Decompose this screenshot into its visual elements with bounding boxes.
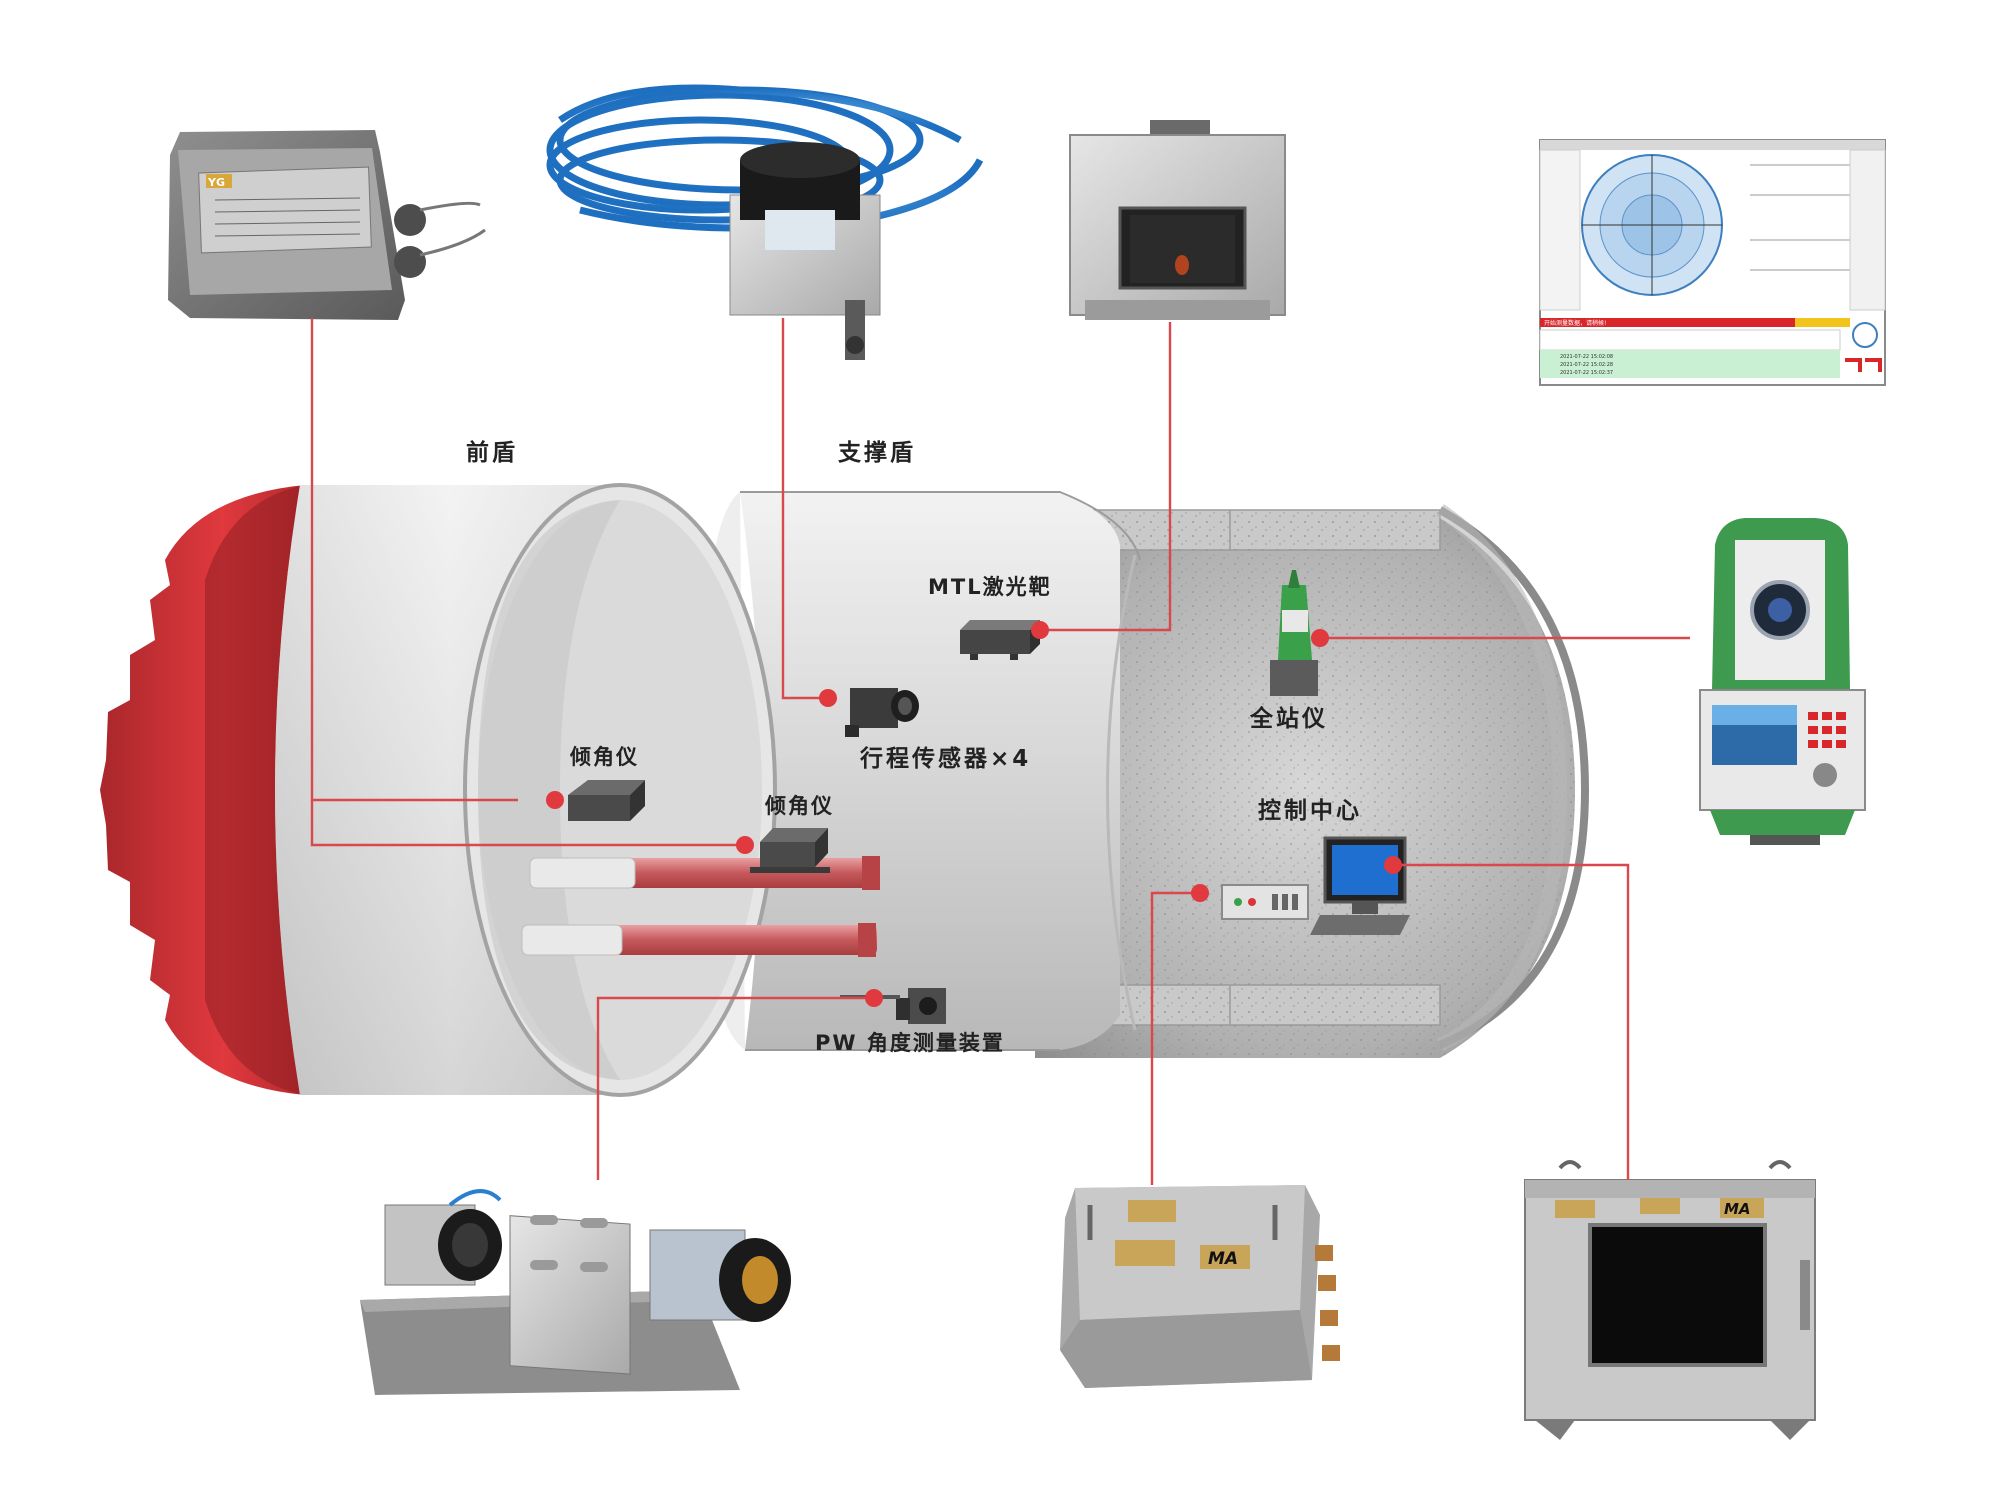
leader-controller [1150,891,1200,1185]
leader-monitor [1393,863,1630,1180]
label-mtl-target: MTL激光靶 [928,575,1052,599]
mtl-target-device [960,620,1040,660]
dot-controller [1191,884,1209,902]
screenshot-log-line-3: 2021-07-22 15:02:37 [1560,370,1613,376]
front-shield-cutterhead [100,485,305,1095]
labels: 前盾 支撑盾 MTL激光靶 全站仪 行程传感器×4 倾角仪 倾角仪 控制中心 P… [466,439,1362,1055]
total-station-mini [1270,570,1318,696]
mtl-laser-target-photo [1069,120,1286,320]
dot-inclinometer-2 [736,836,754,854]
label-inclinometer-2: 倾角仪 [764,794,834,818]
leader-pw-device [596,996,874,1180]
dot-monitor [1384,856,1402,874]
dot-total-station [1311,629,1329,647]
display-plate-brand: MA [1724,1200,1751,1218]
dot-stroke-sensor [819,689,837,707]
dot-inclinometer-1 [546,791,564,809]
thrust-cylinder-lower [521,923,877,957]
label-control-center: 控制中心 [1258,797,1362,824]
pw-angle-measuring-photo [360,1189,791,1395]
label-inclinometer-1: 倾角仪 [569,745,639,769]
leader-inclinometer-2 [310,800,742,847]
leader-mtl-target [1042,322,1172,632]
label-support-shield: 支撑盾 [837,440,916,466]
inclinometer-device-2 [750,828,830,873]
screenshot-status-bar: 开始测量数据，请稍候! [1544,319,1606,327]
total-station-photo [1699,518,1866,845]
inclinometer-plate-brand: YG [207,176,225,189]
dot-pw-device [865,989,883,1007]
screenshot-log-line-2: 2021-07-22 15:02:28 [1560,362,1613,368]
stroke-sensor-device [845,688,919,737]
dot-mtl-target [1031,621,1049,639]
label-stroke-sensor: 行程传感器×4 [859,745,1031,772]
leader-dots [546,621,1402,1007]
label-front-shield: 前盾 [466,439,518,466]
shield-assembly [100,483,1590,1097]
control-center-monitor [1310,836,1410,935]
front-shield-body [275,483,777,1097]
stroke-sensor-photo [546,84,984,360]
control-host-enclosure-photo: MA [1060,1185,1340,1388]
leader-lines [310,318,1690,1185]
label-pw-device: PW 角度测量装置 [815,1031,1005,1055]
control-center-controller [1221,884,1309,920]
guidance-software-screenshot: 开始测量数据，请稍候! 2021-07-22 15:02:08 2021-07-… [1539,139,1886,386]
host-plate-brand: MA [1208,1249,1238,1269]
leader-stroke-sensor [781,318,826,700]
inclinometer-junction-box-photo: YG [168,130,486,320]
screenshot-log-line-1: 2021-07-22 15:02:08 [1560,354,1613,360]
display-enclosure-photo: MA [1524,1160,1816,1440]
inclinometer-device-1 [568,780,645,821]
label-total-station: 全站仪 [1249,705,1328,732]
